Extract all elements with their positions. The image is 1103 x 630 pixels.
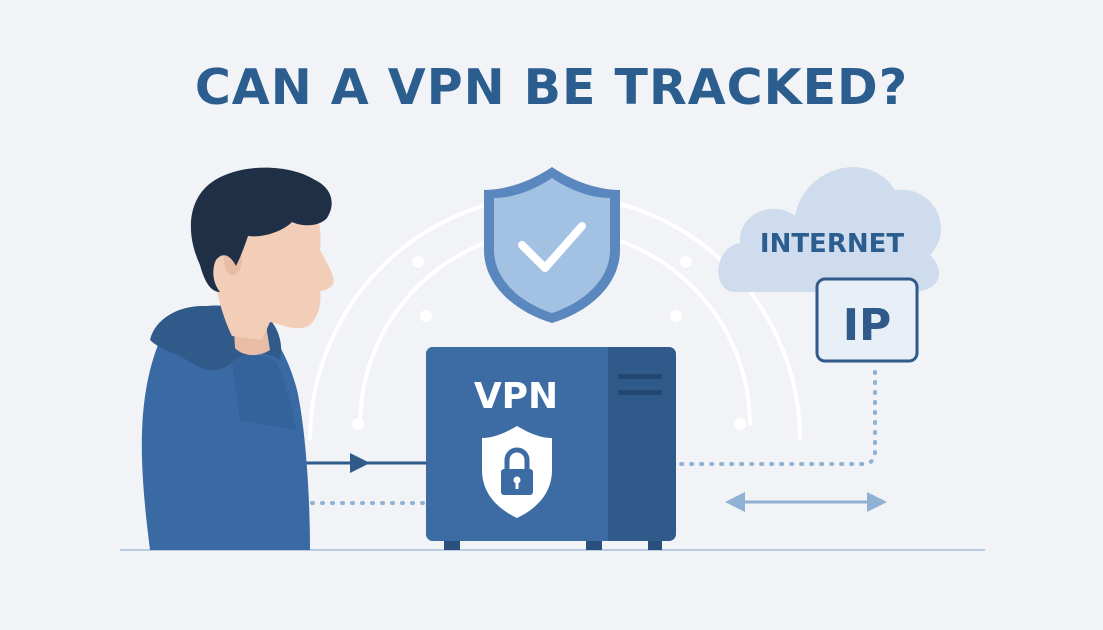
- padlock-shackle: [504, 447, 530, 470]
- double-arrow: [725, 492, 887, 512]
- internet-label: INTERNET: [760, 229, 904, 259]
- server-vent: [618, 374, 662, 379]
- page-title: CAN A VPN BE TRACKED?: [194, 59, 909, 116]
- shield-inner: [494, 178, 610, 313]
- checkmark-icon: [518, 222, 586, 272]
- cloud-icon: INTERNET: [718, 167, 942, 293]
- hoodie-shade: [232, 355, 296, 430]
- server-vent: [618, 390, 662, 395]
- ip-trace-dotted-line: [678, 370, 877, 466]
- ip-address-box: IP: [815, 277, 919, 363]
- double-arrow-right-head: [867, 492, 887, 512]
- ip-label: IP: [843, 300, 892, 351]
- double-arrow-left-head: [725, 492, 745, 512]
- padlock-keyhole: [513, 476, 521, 484]
- arc-node: [680, 256, 692, 268]
- server-front-edge: [598, 347, 608, 541]
- arrow-head: [350, 453, 370, 473]
- padlock-keyhole-slot: [515, 481, 519, 489]
- arc-node: [670, 310, 682, 322]
- arc-nodes: [352, 256, 746, 430]
- arc-node: [352, 418, 364, 430]
- ip-box-frame: [815, 277, 919, 363]
- vpn-server-icon: VPN: [426, 347, 676, 550]
- hair: [190, 167, 332, 292]
- arc-node: [412, 256, 424, 268]
- person-illustration: [141, 167, 334, 550]
- vpn-label: VPN: [474, 376, 558, 417]
- arc-node: [734, 418, 746, 430]
- cloud-shape: [718, 167, 942, 293]
- arrow-to-vpn: [305, 453, 426, 473]
- padlock-icon: [482, 426, 552, 518]
- arc-node: [420, 310, 432, 322]
- shield-check-icon: [484, 167, 620, 323]
